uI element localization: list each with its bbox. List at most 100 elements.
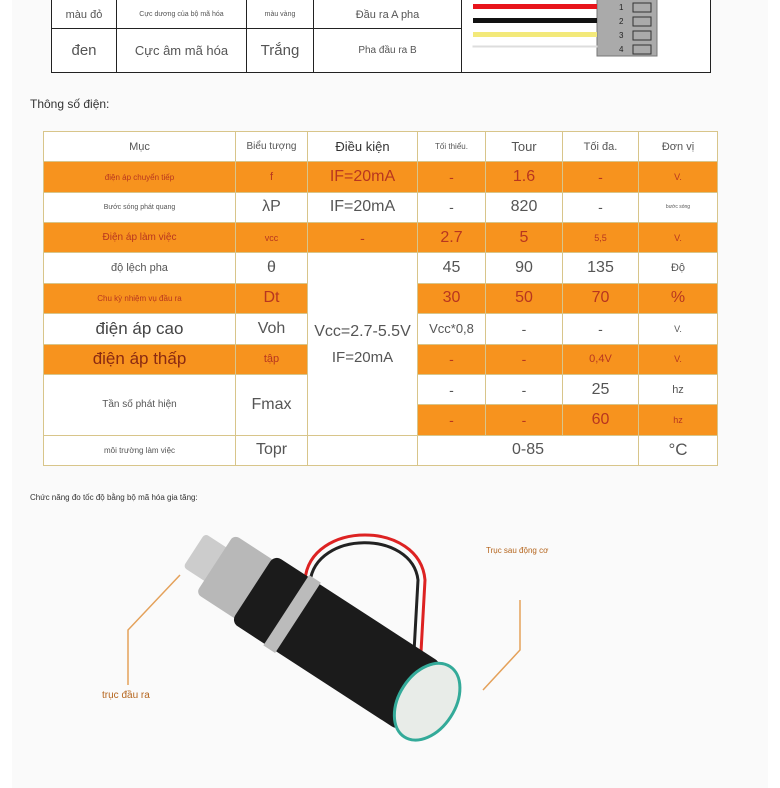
cell: IF=20mA [307, 191, 418, 224]
cell: - [307, 222, 418, 254]
pin-number: 3 [619, 31, 624, 40]
cell: - [562, 161, 639, 193]
cell: đen [51, 28, 117, 73]
cell: 60 [562, 404, 639, 436]
header-cell: Điều kiện [307, 130, 418, 163]
motor-illustration [120, 520, 540, 780]
cell: 0,4V [562, 343, 639, 375]
cell: V. [638, 313, 718, 345]
cell: vcc [235, 222, 308, 254]
header-row: Mục Biểu tượng Điều kiện Tối thiểu. Tour… [43, 130, 718, 163]
cell: Tần số phát hiện [43, 373, 236, 436]
header-cell: Đơn vị [638, 130, 718, 163]
cell: Topr [235, 434, 308, 467]
cell: Độ [638, 252, 718, 284]
cell: Vcc*0,8 [417, 313, 486, 345]
cell: màu đỏ [51, 0, 117, 29]
pin-slot [632, 30, 652, 41]
cell: - [485, 373, 563, 406]
cell: Điện áp làm việc [43, 222, 236, 254]
table-row: điện áp thấp tập - - 0,4V V. [43, 343, 718, 375]
cell [307, 434, 418, 467]
cell: λP [235, 191, 308, 224]
cell: điện áp thấp [43, 343, 236, 375]
cell: Fmax [235, 373, 308, 436]
cell: độ lệch pha [43, 252, 236, 284]
condition-text: Vcc=2.7-5.5V [314, 322, 411, 340]
cell: Cực dương của bộ mã hóa [116, 0, 247, 29]
cell: - [485, 343, 563, 375]
table-row: độ lệch pha θ Vcc=2.7-5.5V IF=20mA 45 90… [43, 252, 718, 436]
cell: V. [638, 161, 718, 193]
cell: - [417, 404, 486, 436]
table-row: môi trường làm việc Topr 0-85 °C [43, 434, 718, 467]
table-row: Điện áp làm việc vcc - 2.7 5 5,5 V. [43, 222, 718, 254]
cell: - [485, 313, 563, 345]
wire [472, 45, 598, 48]
table-row: màu đỏ Cực dương của bộ mã hóa màu vàng … [51, 0, 711, 73]
cell: 25 [562, 373, 639, 406]
connector [596, 0, 658, 57]
cell: - [417, 343, 486, 375]
pin-slot [632, 44, 652, 55]
table-row: - - 60 hz [44, 404, 718, 436]
wire [473, 18, 597, 23]
cell: - [417, 373, 486, 406]
electrical-spec-table: Mục Biểu tượng Điều kiện Tối thiểu. Tour… [43, 130, 718, 467]
output-shaft [184, 535, 229, 582]
cell: môi trường làm việc [43, 434, 236, 467]
cell: 30 [417, 282, 486, 315]
table-row: Chu kỳ nhiệm vụ đầu ra Dt 30 50 70 % [43, 282, 718, 315]
cell: - [417, 191, 486, 224]
cell: điện áp chuyển tiếp [43, 161, 236, 193]
cell: điện áp cao [43, 313, 236, 345]
header-cell: Tối thiểu. [417, 130, 486, 163]
rear-shaft-label: Trục sau động cơ [486, 546, 549, 555]
cell: tập [235, 343, 308, 375]
header-cell: Tối đa. [562, 130, 639, 163]
wire [473, 4, 597, 9]
cell: % [638, 282, 718, 315]
cell: màu vàng [246, 0, 314, 29]
cell: - [562, 313, 639, 345]
cell: bước sóng [638, 191, 718, 224]
motor-band [263, 574, 321, 654]
cell: 1.6 [485, 161, 563, 193]
cell: V. [638, 343, 718, 375]
cell: 5 [485, 222, 563, 254]
cell: IF=20mA [307, 161, 418, 193]
electrical-title: Thông số điện: [30, 97, 110, 111]
cell: 135 [562, 252, 639, 284]
output-shaft-label: trục đầu ra [102, 690, 150, 701]
wire [473, 32, 597, 37]
cell: Đầu ra A pha [313, 0, 462, 29]
cell: °C [638, 434, 718, 467]
pin-number: 2 [619, 17, 624, 26]
cell: 90 [485, 252, 563, 284]
cell: - [485, 404, 563, 436]
pin-slot [632, 2, 652, 13]
cell: - [562, 191, 639, 224]
cell: θ [235, 252, 308, 284]
encoder-title: Chức năng đo tốc độ bằng bộ mã hóa gia t… [30, 493, 198, 502]
cell: Bước sóng phát quang [43, 191, 236, 224]
table-row: điện áp chuyển tiếp f IF=20mA - 1.6 - V. [43, 161, 718, 193]
cell: 70 [562, 282, 639, 315]
cell: Cực âm mã hóa [116, 28, 247, 73]
cell: V. [638, 222, 718, 254]
gearbox [198, 536, 274, 619]
table-row: điện áp cao Voh Vcc*0,8 - - V. [43, 313, 718, 345]
header-cell: Mục [43, 130, 236, 163]
pin-number: 4 [619, 45, 624, 54]
header-cell: Tour [485, 130, 563, 163]
table-row: đen Cực âm mã hóa Trắng Pha đầu ra B [51, 28, 711, 73]
table-row: Tần số phát hiện Fmax - - 25 hz [43, 373, 718, 436]
cell: Pha đầu ra B [313, 28, 462, 73]
table-row: Bước sóng phát quang λP IF=20mA - 820 - … [43, 191, 718, 224]
black-wire [308, 541, 420, 671]
header-cell: Biểu tượng [235, 130, 308, 163]
cell: hz [638, 373, 718, 406]
cell: - [417, 161, 486, 193]
cell: 5,5 [562, 222, 639, 254]
